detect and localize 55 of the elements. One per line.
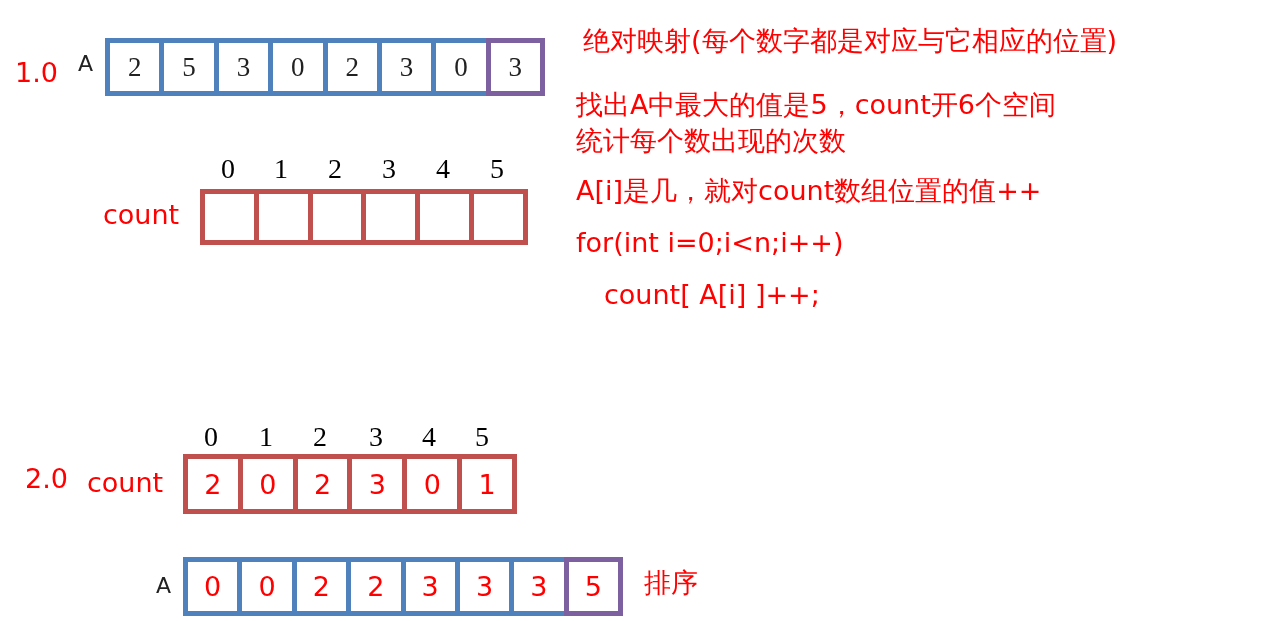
index-number: 4: [436, 155, 450, 183]
array-cell: 2: [188, 459, 238, 509]
array-cell: 2: [297, 459, 348, 509]
array-cell: 3: [381, 43, 432, 91]
array-cell: 2: [351, 562, 401, 611]
array-frame: [105, 38, 545, 96]
array-name: 排序: [644, 568, 698, 598]
index-number: 0: [221, 155, 235, 183]
index-number: 4: [422, 423, 436, 451]
array-cell: 0: [242, 562, 292, 611]
array-frame: [183, 454, 517, 514]
index-number: 0: [204, 423, 218, 451]
array-cell: 0: [407, 459, 458, 509]
array-name: A: [156, 574, 172, 599]
array-cell: 2: [110, 43, 160, 91]
array-name: count: [103, 200, 180, 230]
index-number: 5: [490, 155, 504, 183]
annotation-text: 统计每个数出现的次数: [576, 126, 846, 156]
array-cell: 0: [436, 43, 486, 91]
empty-cell: [420, 194, 470, 240]
array-frame: [183, 557, 623, 616]
index-number: 5: [475, 423, 489, 451]
index-number: 1: [274, 155, 288, 183]
array-name: A: [78, 52, 94, 77]
array-name: count: [87, 468, 164, 498]
annotation-text: 绝对映射(每个数字都是对应与它相应的位置): [583, 26, 1118, 56]
empty-cell: [312, 194, 362, 240]
array-cell: 2: [296, 562, 347, 611]
index-number: 3: [369, 423, 383, 451]
array-cell: 3: [352, 459, 403, 509]
array-cell: 0: [188, 562, 238, 611]
annotation-text: 1.0: [15, 58, 58, 88]
index-number: 2: [313, 423, 327, 451]
empty-cell: [366, 194, 416, 240]
array-cell: 5: [164, 43, 214, 91]
annotation-text: 2.0: [25, 464, 68, 494]
array-cell: 1: [462, 459, 512, 509]
annotation-text: A[i]是几，就对count数组位置的值++: [576, 176, 1042, 206]
array-cell: 3: [514, 562, 564, 611]
index-number: 3: [382, 155, 396, 183]
annotation-text: count[ A[i] ]++;: [604, 280, 820, 310]
array-cell: 0: [273, 43, 323, 91]
empty-cell: [474, 194, 523, 240]
index-number: 2: [328, 155, 342, 183]
empty-cell: [205, 194, 254, 240]
index-number: 1: [259, 423, 273, 451]
array-cell: 3: [218, 43, 269, 91]
empty-cell: [258, 194, 308, 240]
array-cell: 3: [459, 562, 510, 611]
array-cell: 0: [242, 459, 293, 509]
annotation-text: for(int i=0;i<n;i++): [576, 228, 844, 258]
array-frame: [200, 189, 528, 245]
annotation-text: 找出A中最大的值是5，count开6个空间: [576, 90, 1056, 120]
array-cell: 2: [327, 43, 377, 91]
array-cell: 3: [405, 562, 455, 611]
